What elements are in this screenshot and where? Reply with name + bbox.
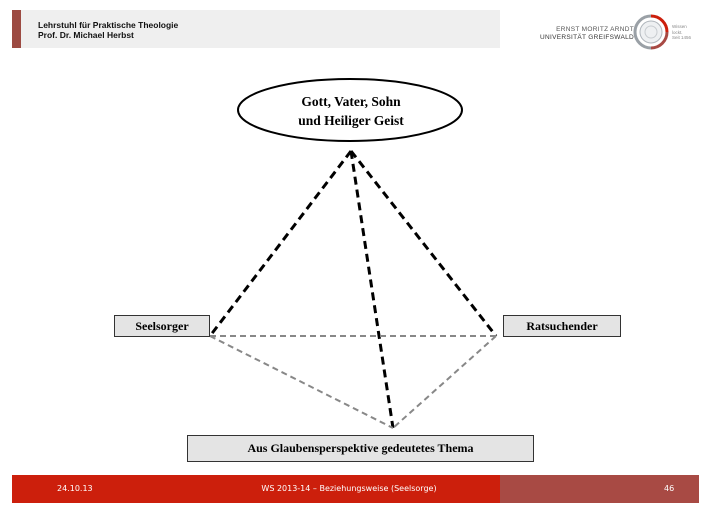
edge-apex-right (349, 150, 498, 337)
chair-title: Lehrstuhl für Praktische Theologie Prof.… (38, 20, 178, 40)
node-seelsorger: Seelsorger (114, 315, 210, 337)
professor-name: Prof. Dr. Michael Herbst (38, 30, 134, 40)
top-node-line-2: und Heiliger Geist (298, 113, 404, 128)
top-node-label: Gott, Vater, Sohn und Heiliger Geist (239, 92, 463, 130)
university-seal-logo (633, 14, 669, 50)
header-accent-bar (12, 10, 21, 48)
chair-name: Lehrstuhl für Praktische Theologie (38, 20, 179, 30)
edge-left-bottom (209, 335, 394, 429)
university-name: ERNST MORITZ ARNDT UNIVERSITÄT GREIFSWAL… (536, 26, 634, 42)
header-band (12, 10, 500, 48)
university-line-2: UNIVERSITÄT GREIFSWALD (539, 34, 634, 41)
footer-bar-dark-segment (500, 475, 699, 503)
footer-date: 24.10.13 (57, 484, 93, 493)
node-thema: Aus Glaubensperspektive gedeutetes Thema (187, 435, 534, 462)
edge-right-bottom (392, 335, 497, 429)
motto-line-3: Seit 1456 (672, 35, 692, 40)
node-ratsuchender: Ratsuchender (503, 315, 621, 337)
top-node-line-1: Gott, Vater, Sohn (301, 94, 401, 109)
footer-page-number: 46 (664, 484, 675, 493)
university-motto: Wissen lockt. Seit 1456 (672, 24, 691, 41)
top-node-oval (237, 78, 463, 142)
motto-line-2: lockt. (672, 29, 683, 35)
footer-course: WS 2013-14 – Beziehungsweise (Seelsorge) (261, 484, 437, 493)
edge-apex-left (208, 150, 353, 337)
university-line-1: ERNST MORITZ ARNDT (556, 26, 634, 33)
edge-apex-bottom (349, 150, 395, 429)
motto-line-1: Wissen (672, 24, 687, 29)
